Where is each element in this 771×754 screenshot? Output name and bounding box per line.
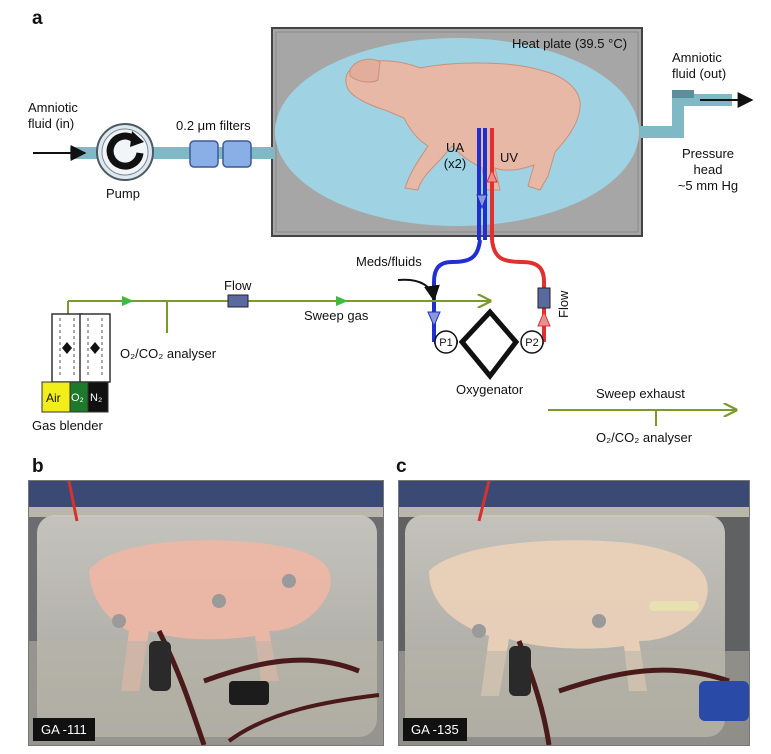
photo-c-ga-label: GA -135 [403,718,467,741]
meds-fluids-label: Meds/fluids [356,254,422,269]
panel-letter-a: a [32,8,43,29]
pressure-sensor-p2 [520,330,544,354]
photo-panel-c: GA -135 [398,480,750,746]
pump-label: Pump [106,186,140,201]
sweep-exhaust-line [548,410,736,426]
fluid-out-label-line1: Amniotic [672,50,722,65]
photo-b-illustration [29,481,383,745]
filters-label: 0.2 μm filters [176,118,251,133]
pressure-sensor-p1 [434,330,458,354]
pressure-head-line3: ~5 mm Hg [677,178,739,193]
pressure-head-line2: head [693,162,723,177]
filter-icon [189,140,252,168]
analyser-1-label: O₂/CO₂ analyser [120,346,217,361]
fetal-lamb-illustration [345,58,581,191]
p2-label: P2 [525,337,539,349]
n2-label: N₂ [90,392,103,404]
blood-flow-sensor [537,287,551,309]
sweep-gas-label: Sweep gas [304,308,369,323]
p1-label: P1 [439,337,453,349]
gas-blender-label: Gas blender [32,418,103,433]
meds-arrow [397,278,440,302]
fluid-out-label: Amniotic fluid (out) [672,50,726,82]
fluid-in-label: Amniotic fluid (in) [28,100,78,132]
panel-letter-b: b [32,456,44,477]
pressure-head-line1: Pressure [681,146,735,161]
panel-letter-c: c [396,456,407,477]
pump-icon [96,123,154,181]
fluid-in-label-line2: fluid (in) [28,116,75,131]
air-label: Air [46,391,61,405]
o2-label: O₂ [71,392,84,404]
sweep-exhaust-label: Sweep exhaust [596,386,685,401]
heat-plate-label: Heat plate (39.5 °C) [512,36,628,51]
sweep-gas-line [67,295,490,333]
photo-c-illustration [399,481,749,745]
oxygenator-icon [458,308,520,381]
blood-flow-label: Flow [556,290,571,318]
pressure-head-label: Pressure head ~5 mm Hg [668,146,748,194]
photo-b-ga-label: GA -111 [33,718,95,741]
ua-label-count: (x2) [443,156,467,171]
ua-label-name: UA [445,140,465,155]
photo-panel-b: GA -111 [28,480,384,746]
uv-label: UV [500,150,519,165]
gas-flow-label: Flow [224,278,252,293]
gas-blender-icon [41,313,111,413]
ua-label: UA (x2) [440,140,470,172]
oxygenator-label: Oxygenator [456,382,524,397]
fluid-in-label-line1: Amniotic [28,100,78,115]
analyser-2-label: O₂/CO₂ analyser [596,430,693,445]
fluid-out-label-line2: fluid (out) [672,66,727,81]
